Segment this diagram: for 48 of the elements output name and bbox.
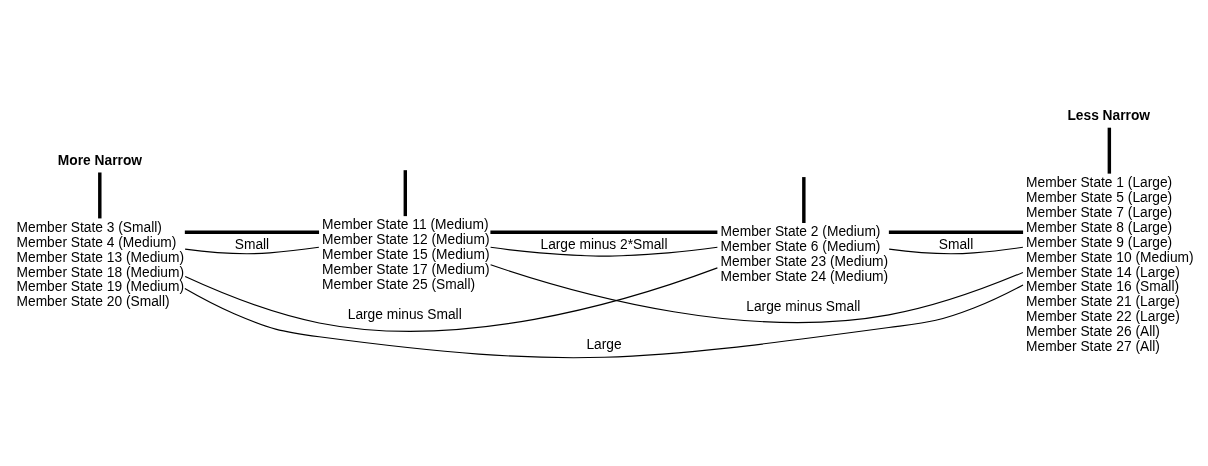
edge-label: Small [938, 236, 974, 252]
connector [888, 230, 1024, 234]
node-label: Member State 27 (All) [1026, 339, 1160, 355]
node-bar [403, 170, 408, 217]
node-label: Member State 24 (Medium) [720, 269, 889, 285]
node-label: Member State 4 (Medium) [16, 234, 177, 250]
node-label: Member State 7 (Large) [1026, 204, 1173, 220]
node-label: Member State 9 (Large) [1026, 234, 1173, 250]
edge-label: Large minus Small [746, 299, 861, 314]
connector [490, 246, 718, 257]
node-label: Member State 5 (Large) [1026, 189, 1173, 205]
node-label: Member State 18 (Medium) [16, 264, 185, 280]
node-label: More Narrow [57, 153, 143, 169]
node-box [1107, 127, 1112, 174]
node-label: Member State 19 (Medium) [16, 279, 185, 295]
edge-label: Small [234, 236, 270, 252]
node-box [98, 172, 102, 219]
node-label: Member State 16 (Small) [1026, 279, 1180, 295]
node-label: Member State 1 (Large) [1026, 174, 1173, 190]
connector [184, 284, 1024, 359]
edge-label: Large [586, 336, 622, 352]
node-label: Member State 20 (Small) [16, 294, 170, 310]
node-label: Member State 21 (Large) [1026, 294, 1180, 310]
connector [184, 230, 320, 234]
node-label: Member State 12 (Medium) [322, 232, 490, 248]
connector [888, 246, 1024, 255]
connector [184, 246, 320, 255]
node-label: Member State 8 (Large) [1026, 219, 1173, 235]
node-label: Member State 14 (Large) [1026, 264, 1180, 280]
node-label: Member State 22 (Large) [1026, 309, 1180, 325]
node-label: Member State 26 (All) [1026, 324, 1160, 340]
node-label: Member State 6 (Medium) [720, 239, 881, 255]
connector [490, 230, 718, 234]
node-label: Member State 2 (Medium) [720, 224, 881, 240]
node-label: Member State 23 (Medium) [720, 254, 889, 270]
edge-label: Large minus Small [347, 307, 462, 323]
node-label: Member State 11 (Medium) [322, 217, 489, 233]
node-label: Member State 15 (Medium) [322, 247, 490, 263]
node-label: Member State 17 (Medium) [322, 262, 490, 278]
node-bar [802, 177, 806, 223]
node-label: Less Narrow [1067, 108, 1151, 124]
node-label: Member State 10 (Medium) [1026, 249, 1194, 265]
connector [184, 267, 718, 332]
node-label: Member State 25 (Small) [322, 277, 476, 293]
node-label: Member State 13 (Medium) [16, 249, 185, 265]
connector [490, 264, 1024, 323]
edge-label: Large minus 2*Small [540, 236, 668, 252]
node-label: Member State 3 (Small) [16, 219, 162, 235]
